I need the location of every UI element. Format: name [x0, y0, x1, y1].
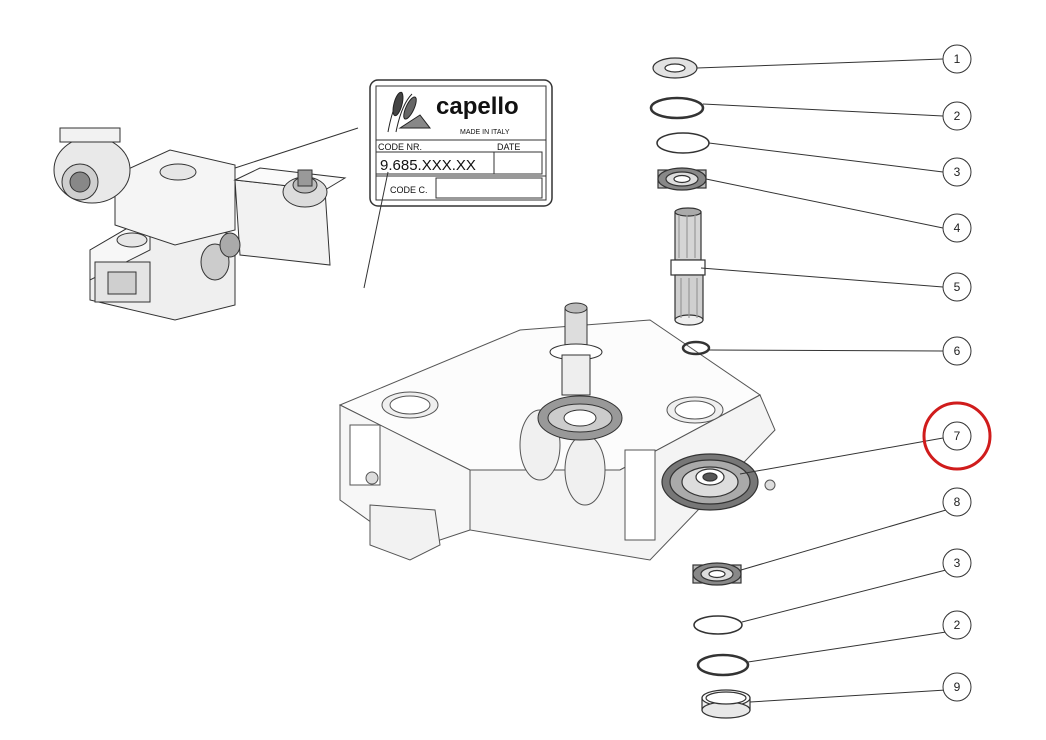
svg-text:3: 3: [954, 165, 961, 179]
svg-text:4: 4: [954, 221, 961, 235]
part-circlip-lower: [696, 653, 750, 677]
callout-3: 3: [942, 157, 972, 187]
callout-4: 4: [942, 213, 972, 243]
brand-name: capello: [436, 93, 519, 120]
part-splined-shaft: [670, 207, 706, 326]
part-o-ring: [656, 132, 710, 154]
callout-7: 7: [922, 401, 992, 471]
svg-text:8: 8: [954, 495, 961, 509]
svg-text:3: 3: [954, 556, 961, 570]
part-ball-bearing: [657, 167, 707, 191]
code-value: 9.685.XXX.XX: [380, 157, 476, 174]
date-label: DATE: [497, 142, 520, 152]
input-shaft-assembly: [537, 302, 623, 441]
callout-3-lower: 3: [942, 548, 972, 578]
part-o-ring-lower: [693, 615, 743, 635]
nameplate: capello MADE IN ITALY CODE NR. DATE 9.68…: [363, 79, 553, 289]
code-c-label: CODE C.: [390, 185, 428, 195]
part-circlip: [649, 96, 705, 120]
callout-1: 1: [942, 44, 972, 74]
part-bevel-gear: [661, 453, 759, 511]
brand-logo: [387, 91, 432, 133]
gearbox-housing: [338, 319, 776, 561]
highlight-ring: [922, 401, 992, 471]
part-ball-bearing-lower: [692, 562, 742, 586]
callout-9: 9: [942, 672, 972, 702]
svg-text:2: 2: [954, 109, 961, 123]
assembled-gearbox-view: [53, 127, 359, 321]
code-label: CODE NR.: [378, 142, 422, 152]
callout-6: 6: [942, 336, 972, 366]
callout-2-lower: 2: [942, 610, 972, 640]
exploded-parts: [649, 57, 759, 719]
svg-text:9: 9: [954, 680, 961, 694]
svg-text:6: 6: [954, 344, 961, 358]
callout-bubbles: 1 2 3 4 5 6 7 8: [922, 44, 992, 702]
part-snap-ring: [681, 340, 711, 356]
svg-text:1: 1: [954, 52, 961, 66]
svg-text:5: 5: [954, 280, 961, 294]
leader-lines: [696, 58, 947, 703]
origin-label: MADE IN ITALY: [460, 129, 510, 136]
svg-text:2: 2: [954, 618, 961, 632]
part-bushing-ring: [701, 689, 751, 719]
callout-5: 5: [942, 272, 972, 302]
callout-2: 2: [942, 101, 972, 131]
callout-8: 8: [942, 487, 972, 517]
svg-text:7: 7: [954, 429, 961, 443]
